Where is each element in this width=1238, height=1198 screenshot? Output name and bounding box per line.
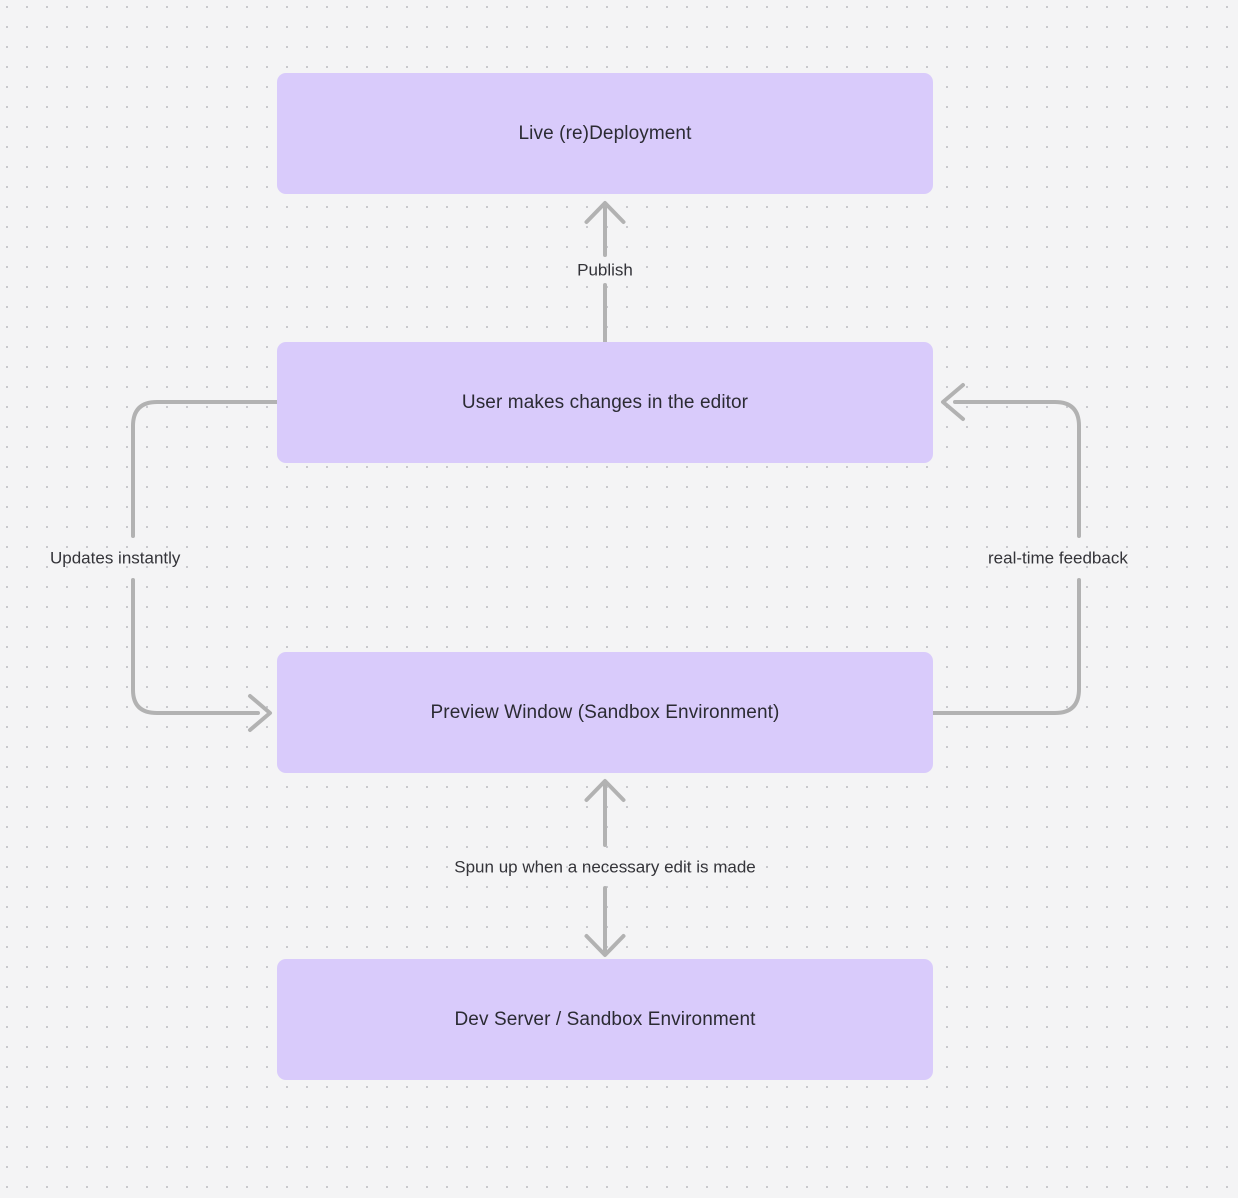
node-live-deployment[interactable]: Live (re)Deployment (277, 73, 933, 194)
node-label: User makes changes in the editor (461, 391, 749, 413)
node-label: Dev Server / Sandbox Environment (454, 1008, 756, 1030)
node-preview-window[interactable]: Preview Window (Sandbox Environment) (277, 652, 933, 773)
node-label: Preview Window (Sandbox Environment) (430, 701, 780, 723)
edge-label-real-time-feedback: real-time feedback (988, 548, 1128, 568)
node-label: Live (re)Deployment (518, 122, 692, 144)
node-user-edits[interactable]: User makes changes in the editor (277, 342, 933, 463)
node-dev-server[interactable]: Dev Server / Sandbox Environment (277, 959, 933, 1080)
edge-label-updates-instantly: Updates instantly (50, 548, 181, 568)
edge-label-publish: Publish (577, 260, 633, 280)
edge-label-spun-up: Spun up when a necessary edit is made (454, 857, 756, 877)
